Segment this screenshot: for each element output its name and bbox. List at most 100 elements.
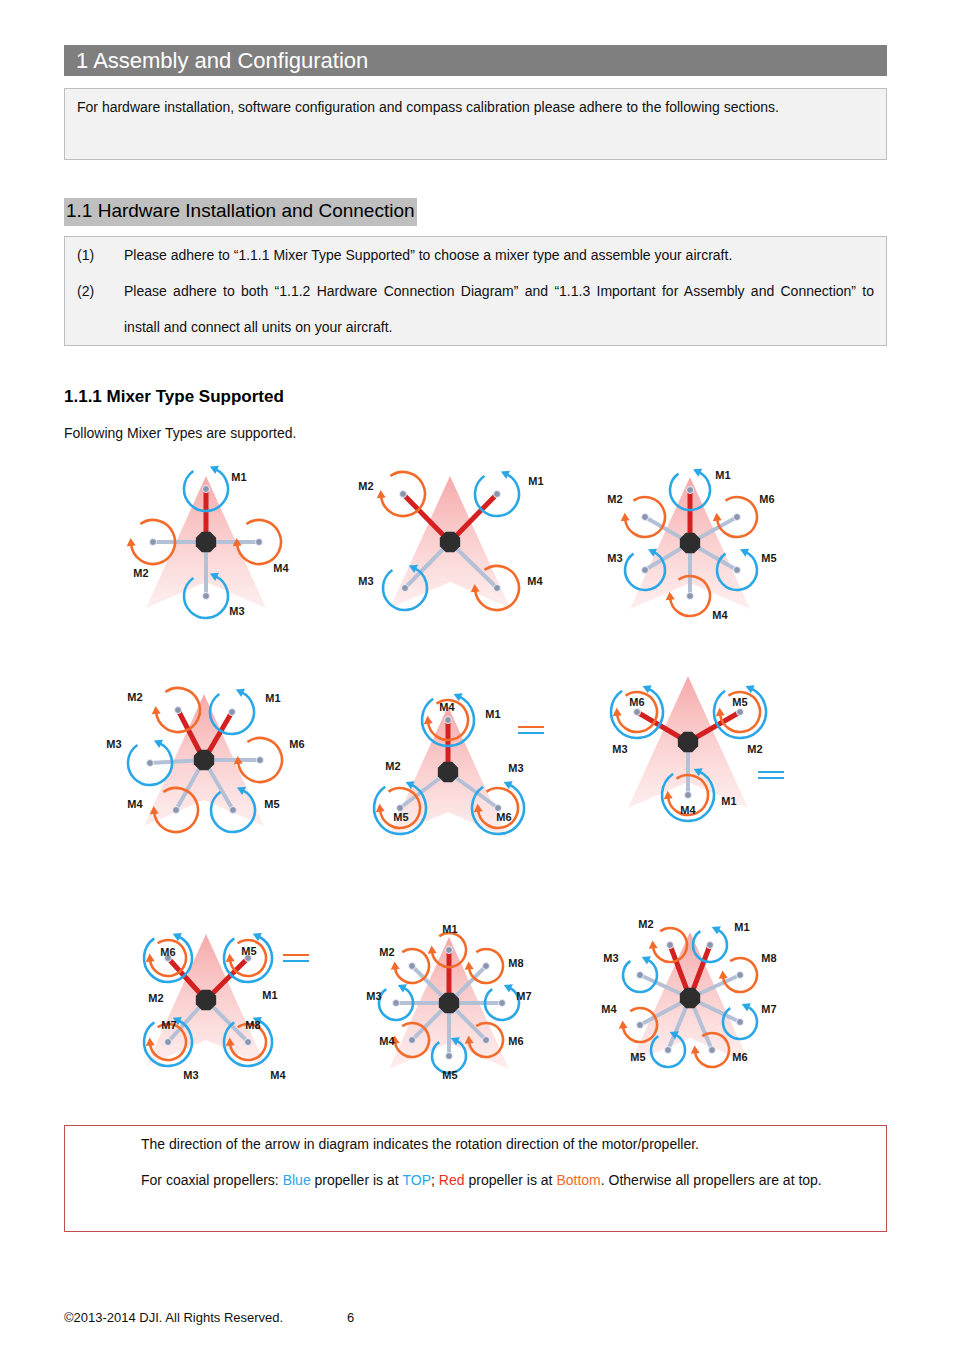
motor-label: M6: [629, 696, 644, 708]
motor-label: M3: [603, 952, 618, 964]
page-number: 6: [347, 1310, 354, 1326]
propeller-arc: [469, 1023, 503, 1057]
heading-arrow: [630, 932, 750, 1064]
body-text: For hardware installation, software conf…: [77, 89, 874, 125]
motor-label: M3: [106, 738, 121, 750]
propeller-arc: [475, 566, 519, 610]
propeller-arc: [693, 930, 727, 962]
motor-label: M8: [761, 952, 776, 964]
propeller-arc: [651, 1035, 685, 1067]
motor-label: M1: [528, 475, 543, 487]
rotation-arrowhead: [391, 962, 400, 970]
instruction-box: (1)Please adhere to “1.1.1 Mixer Type Su…: [64, 236, 887, 346]
motor-label: M3: [612, 743, 627, 755]
motor-label: M4: [379, 1035, 394, 1047]
mixer-diagram: [127, 466, 281, 618]
motor-label: M6: [160, 946, 175, 958]
rotation-arrowhead: [377, 490, 386, 498]
rotation-arrowhead: [613, 708, 622, 716]
propeller-arc: [670, 472, 710, 510]
propeller-arc: [714, 688, 766, 738]
rotation-arrowhead: [716, 708, 725, 716]
motor-dot: [203, 593, 210, 600]
motor-label: M2: [747, 743, 762, 755]
rotation-arrowhead: [465, 1036, 474, 1044]
propeller-arc: [625, 497, 665, 537]
motor-label: M6: [732, 1051, 747, 1063]
list-item-text: Please adhere to both “1.1.2 Hardware Co…: [124, 273, 874, 345]
motor-label: M2: [148, 992, 163, 1004]
motor-label: M3: [366, 990, 381, 1002]
motor-dot: [634, 709, 641, 716]
list-marker: (1): [77, 237, 124, 273]
propeller-arc: [374, 784, 426, 834]
propeller-arc: [131, 520, 175, 564]
rotation-arrowhead: [504, 984, 513, 992]
motor-label: M1: [442, 923, 457, 935]
rotation-arrowhead: [619, 1021, 628, 1029]
propeller-arc: [623, 1008, 657, 1042]
motor-label: M5: [761, 552, 776, 564]
motor-dot: [667, 942, 674, 949]
motor-label: M1: [265, 692, 280, 704]
propeller-arc: [625, 552, 665, 590]
equivalence-mark: [758, 777, 784, 779]
motor-label: M1: [734, 921, 749, 933]
rotation-arrowhead: [471, 584, 480, 592]
motor-dot: [737, 972, 744, 979]
propeller-arc: [623, 960, 657, 992]
rotation-arrowhead: [236, 689, 245, 697]
intro-box: For hardware installation, software conf…: [64, 88, 887, 160]
propeller-arc: [154, 788, 198, 832]
propeller-arc: [670, 576, 710, 616]
motor-label: M1: [715, 469, 730, 481]
flight-controller-hub: [440, 532, 460, 552]
motor-dot: [687, 593, 694, 600]
motor-label: M5: [241, 945, 256, 957]
motor-label: M2: [358, 480, 373, 492]
motor-dot: [707, 942, 714, 949]
motor-dot: [229, 709, 236, 716]
mixer-diagram: [377, 471, 519, 610]
propeller-arc: [210, 692, 254, 734]
flight-controller-hub: [680, 533, 700, 553]
list-item-text: Please adhere to “1.1.1 Mixer Type Suppo…: [124, 237, 874, 273]
motor-dot: [637, 972, 644, 979]
motor-label: M4: [601, 1003, 616, 1015]
subsection-heading: 1.1.1 Mixer Type Supported: [64, 387, 284, 407]
propeller-arc: [383, 568, 427, 610]
motor-label: M5: [442, 1069, 457, 1081]
rotation-arrowhead: [670, 1031, 679, 1039]
mixer-diagram: [144, 933, 272, 1066]
motor-dot: [494, 491, 501, 498]
rotation-arrowhead: [226, 954, 235, 962]
rotation-arrowhead: [398, 984, 407, 992]
propeller-arc: [211, 790, 255, 832]
rotation-arrowhead: [233, 538, 242, 546]
motor-label: M5: [264, 798, 279, 810]
motor-dot: [402, 585, 409, 592]
propeller-arc: [144, 936, 192, 982]
motor-label: M4: [270, 1069, 285, 1081]
heading-arrow: [146, 934, 266, 1066]
chapter-title-bar: 1 Assembly and Configuration: [64, 45, 887, 76]
equivalence-mark: [283, 960, 309, 962]
section-heading: 1.1 Hardware Installation and Connection: [66, 198, 415, 224]
rotation-arrowhead: [210, 466, 219, 474]
motor-dot: [665, 1047, 672, 1054]
copyright-footer: ©2013-2014 DJI. All Rights Reserved.: [64, 1310, 283, 1326]
motor-dot: [256, 539, 263, 546]
note-text: The direction of the arrow in diagram in…: [141, 1126, 873, 1162]
body-text: Following Mixer Types are supported.: [64, 425, 296, 441]
motor-dot: [499, 1000, 506, 1007]
warning-box: The direction of the arrow in diagram in…: [64, 1125, 887, 1232]
mixer-diagram: [621, 469, 757, 616]
equivalence-mark: [518, 732, 544, 734]
rotation-arrowhead: [691, 1046, 700, 1054]
rotation-arrowhead: [501, 471, 510, 479]
note-text: . Otherwise all propellers are at top.: [601, 1172, 822, 1188]
propeller-arc: [611, 688, 663, 738]
mixer-diagram: [374, 693, 524, 838]
note-text: Blue: [283, 1172, 311, 1188]
motor-label: M1: [231, 471, 246, 483]
